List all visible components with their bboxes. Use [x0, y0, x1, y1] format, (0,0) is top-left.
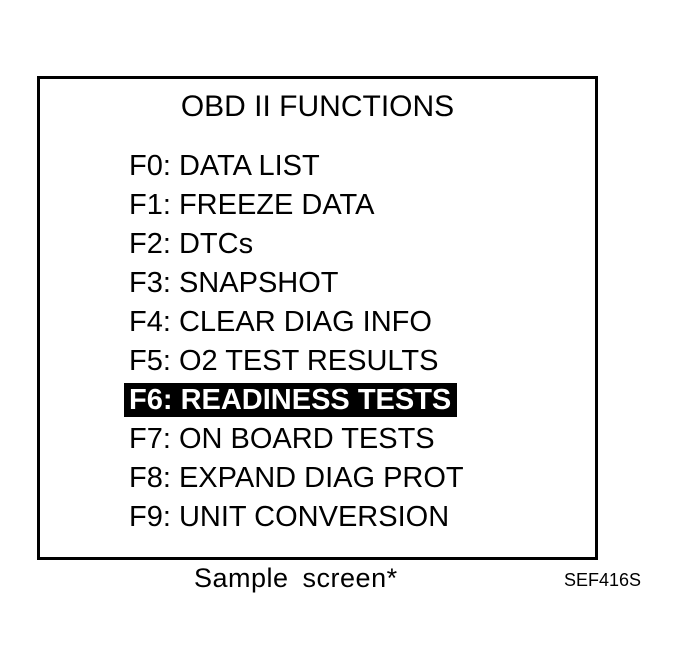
function-key: F5:	[129, 345, 171, 377]
menu-item-f1[interactable]: F1: FREEZE DATA	[129, 186, 469, 225]
menu-item-label: SNAPSHOT	[178, 267, 339, 299]
menu-item-f5[interactable]: F5: O2 TEST RESULTS	[129, 342, 469, 381]
menu-item-f6-selected[interactable]: F6: READINESS TESTS	[124, 381, 469, 420]
menu-item-label: UNIT CONVERSION	[178, 501, 450, 533]
menu-item-f3[interactable]: F3: SNAPSHOT	[129, 264, 469, 303]
menu-item-f2[interactable]: F2: DTCs	[129, 225, 469, 264]
sample-screen-caption: Sample screen*	[194, 563, 398, 593]
menu-item-f4[interactable]: F4: CLEAR DIAG INFO	[129, 303, 469, 342]
function-key: F7:	[129, 423, 171, 455]
menu-item-label: DTCs	[178, 228, 254, 260]
menu-item-f8[interactable]: F8: EXPAND DIAG PROT	[129, 459, 469, 498]
menu-item-label: O2 TEST RESULTS	[178, 345, 439, 377]
function-key: F8:	[129, 462, 171, 494]
obd-functions-menu: F0: DATA LIST F1: FREEZE DATA F2: DTCs F…	[124, 147, 469, 537]
function-key: F3:	[129, 267, 171, 299]
function-key: F0:	[129, 150, 171, 182]
function-key: F1:	[129, 189, 171, 221]
menu-item-f9[interactable]: F9: UNIT CONVERSION	[129, 498, 469, 537]
menu-item-label: EXPAND DIAG PROT	[178, 462, 464, 494]
menu-item-label: READINESS TESTS	[180, 384, 452, 416]
screen-title: OBD II FUNCTIONS	[180, 90, 455, 123]
menu-item-label: FREEZE DATA	[178, 189, 375, 221]
function-key: F4:	[129, 306, 171, 338]
scan-tool-screen: OBD II FUNCTIONS F0: DATA LIST F1: FREEZ…	[37, 76, 598, 560]
function-key: F2:	[129, 228, 171, 260]
figure-code: SEF416S	[564, 570, 642, 590]
menu-item-label: DATA LIST	[178, 150, 320, 182]
menu-item-f0[interactable]: F0: DATA LIST	[129, 147, 469, 186]
menu-item-label: CLEAR DIAG INFO	[178, 306, 432, 338]
selected-highlight[interactable]: F6: READINESS TESTS	[124, 383, 458, 417]
function-key: F9:	[129, 501, 171, 533]
menu-item-label: ON BOARD TESTS	[178, 423, 435, 455]
function-key: F6:	[129, 384, 173, 416]
menu-item-f7[interactable]: F7: ON BOARD TESTS	[129, 420, 469, 459]
